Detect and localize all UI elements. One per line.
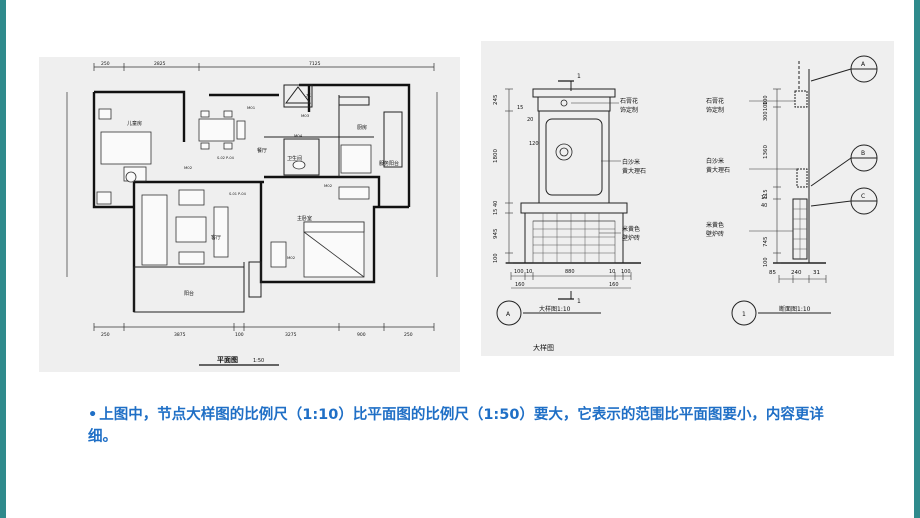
door-tag: M02 <box>287 255 296 260</box>
elev-dim-left: 100 <box>493 253 499 263</box>
sec-dim-left: 300 <box>763 111 769 121</box>
plan-dim-bottom-1: 3875 <box>174 332 186 338</box>
sec-dim-bottom: 31 <box>813 270 820 276</box>
elev-dim-left: 15 <box>517 105 523 111</box>
sec-bubble-c: C <box>861 193 865 200</box>
sec-dim-left: 745 <box>763 236 769 247</box>
elev-dim-left: 1800 <box>493 149 499 163</box>
plan-dim-top-2: 7125 <box>309 61 321 67</box>
elev-label-brick: 米黄色 <box>622 225 640 233</box>
elev-dim-left: 15 40 <box>493 201 499 215</box>
sec-label-brick: 米黄色 <box>706 221 724 229</box>
plan-dim-top-1: 2825 <box>154 61 166 67</box>
sec-dim-left: 1360 <box>763 145 769 159</box>
elev-dim-left: 20 <box>527 117 533 123</box>
elev-dim-left: 945 <box>493 228 499 239</box>
door-tag: M02 <box>324 183 333 188</box>
sec-bubble-a: A <box>861 61 866 68</box>
elev-label-marble: 黄大理石 <box>622 167 646 175</box>
elev-dim-bottom: 160 <box>609 282 619 288</box>
room-living: 客厅 <box>211 234 221 241</box>
sec-title: 断面图1:10 <box>779 305 811 313</box>
room-children: 儿童房 <box>127 120 142 127</box>
room-dining: 餐厅 <box>257 147 267 154</box>
section-tag: S-01 P-04 <box>229 192 247 196</box>
sec-dim-left: 115 <box>763 189 769 199</box>
elev-label-brick: 壁炉砖 <box>622 234 640 242</box>
door-tag: M02 <box>184 165 193 170</box>
elev-dim-bottom: 10 <box>526 269 532 275</box>
left-accent-bar <box>0 0 6 518</box>
elev-dim-bottom: 160 <box>515 282 525 288</box>
detail-subtitle: 大样图 <box>533 343 554 352</box>
room-balcony: 阳台 <box>184 290 194 297</box>
right-accent-bar <box>914 0 920 518</box>
plan-dim-top-0: 250 <box>101 61 110 67</box>
elev-label-marble: 白沙米 <box>622 158 640 166</box>
caption-text: 上图中，节点大样图的比例尺（1:10）比平面图的比例尺（1:50）要大，它表示的… <box>88 407 824 445</box>
elev-dim-bottom: 10 <box>609 269 615 275</box>
sec-label-marble: 黄大理石 <box>706 166 730 174</box>
sec-dim-bottom: 85 <box>769 270 776 276</box>
sec-label-plaster: 饰定制 <box>706 106 724 114</box>
sec-label-brick: 壁炉砖 <box>706 230 724 238</box>
elev-dim-bottom: 100 <box>621 269 631 275</box>
sec-dim-left: 100 <box>763 101 769 111</box>
plan-dim-bottom-3: 3275 <box>285 332 297 338</box>
floor-plan-panel: 250 2825 7125 250 3875 100 3275 900 250 <box>39 57 460 372</box>
door-tag: M01 <box>247 105 256 110</box>
elev-dim-left: 120 <box>529 141 539 147</box>
caption-bullet: • <box>88 407 98 423</box>
sec-dim-left: 40 <box>761 203 767 209</box>
plan-dim-bottom-5: 250 <box>404 332 413 338</box>
sec-dim-left: 100 <box>763 257 769 267</box>
elev-dim-bottom: 100 <box>514 269 524 275</box>
plan-title: 平面图 <box>217 355 238 364</box>
sec-bubble: 1 <box>742 311 746 318</box>
door-tag: M04 <box>294 133 303 138</box>
elev-label-plaster: 石膏花 <box>620 97 638 105</box>
room-kitchen: 厨房 <box>357 124 367 131</box>
sec-dim-left: 10 <box>761 195 767 201</box>
floor-plan-drawing: 250 2825 7125 250 3875 100 3275 900 250 <box>66 61 438 366</box>
sec-bubble-b: B <box>861 150 865 157</box>
elev-dim-bottom: 880 <box>565 269 575 275</box>
room-water: 水 <box>306 92 311 99</box>
elev-section-mark-top: 1 <box>577 73 581 80</box>
sec-label-marble: 白沙米 <box>706 157 724 165</box>
plan-dim-bottom-2: 100 <box>235 332 244 338</box>
detail-drawing: 1 1 245 15 20 120 1800 15 40 945 100 10 … <box>493 55 878 352</box>
elev-section-mark-bottom: 1 <box>577 298 581 305</box>
slide-caption: •上图中，节点大样图的比例尺（1:10）比平面图的比例尺（1:50）要大，它表示… <box>88 404 848 448</box>
room-bathroom: 卫生间 <box>287 155 302 162</box>
sec-dim-left: 100 <box>763 95 769 105</box>
plan-dim-bottom-4: 900 <box>357 332 366 338</box>
room-service-balcony: 服务阳台 <box>379 160 399 167</box>
sec-dim-bottom: 240 <box>791 270 802 276</box>
section-tag: S-02 P-04 <box>217 156 235 160</box>
room-master-bedroom: 主卧室 <box>297 215 312 222</box>
elev-bubble: A <box>506 311 511 318</box>
detail-drawing-panel: 1 1 245 15 20 120 1800 15 40 945 100 10 … <box>481 41 894 356</box>
elev-label-plaster: 饰定制 <box>620 106 638 114</box>
door-tag: M03 <box>301 113 310 118</box>
elev-dim-left: 245 <box>493 94 499 105</box>
plan-scale: 1:50 <box>253 358 264 364</box>
sec-label-plaster: 石膏花 <box>706 97 724 105</box>
elev-title: 大样图1:10 <box>539 305 571 313</box>
plan-dim-bottom-0: 250 <box>101 332 110 338</box>
